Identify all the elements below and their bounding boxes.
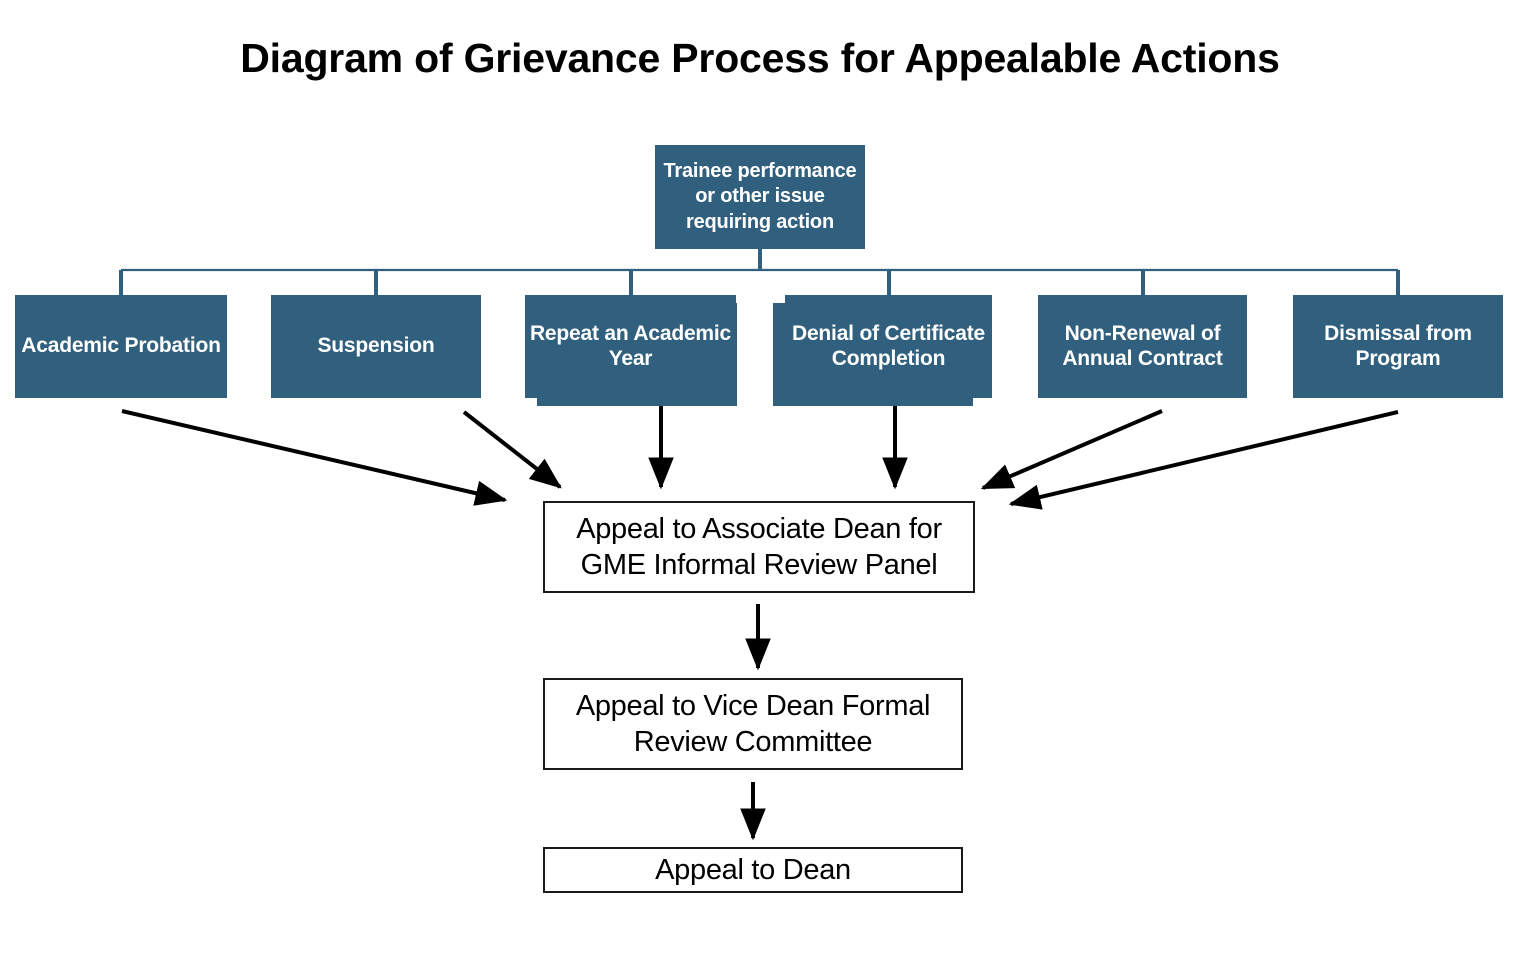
node-non-renewal-annual-contract[interactable]: Non-Renewal of Annual Contract: [1038, 295, 1247, 398]
node-trainee-performance[interactable]: Trainee performance or other issue requi…: [655, 145, 865, 249]
node-academic-probation-label: Academic Probation: [21, 334, 221, 358]
node-suspension[interactable]: Suspension: [271, 295, 481, 398]
node-appeal-vice-dean-label: Appeal to Vice Dean Formal Review Commit…: [575, 689, 931, 758]
node-appeal-associate-dean-label: Appeal to Associate Dean for GME Informa…: [576, 512, 942, 581]
node-denial-of-certificate-completion[interactable]: Denial of Certificate Completion: [785, 295, 992, 398]
edge-a5-to-p0: [1008, 410, 1399, 510]
node-trainee-performance-label: Trainee performance or other issue requi…: [663, 159, 857, 233]
node-appeal-vice-dean[interactable]: Appeal to Vice Dean Formal Review Commit…: [543, 678, 963, 770]
node-repeat-academic-year-label: Repeat an Academic Year: [529, 321, 732, 370]
node-academic-probation[interactable]: Academic Probation: [15, 295, 227, 398]
edge-a4-to-p0: [980, 409, 1163, 490]
page-title: Diagram of Grievance Process for Appeala…: [240, 35, 1280, 81]
node-dismissal-from-program-label: Dismissal from Program: [1324, 321, 1472, 370]
node-repeat-academic-year[interactable]: Repeat an Academic Year: [525, 295, 736, 398]
node-denial-of-certificate-completion-label: Denial of Certificate Completion: [791, 321, 985, 370]
edge-a0-to-p0: [121, 409, 508, 506]
node-appeal-dean-label: Appeal to Dean: [655, 853, 851, 886]
node-appeal-associate-dean[interactable]: Appeal to Associate Dean for GME Informa…: [543, 501, 975, 593]
node-dismissal-from-program[interactable]: Dismissal from Program: [1293, 295, 1503, 398]
edge-a1-to-p0: [462, 410, 562, 489]
node-appeal-dean[interactable]: Appeal to Dean: [543, 847, 963, 893]
node-suspension-label: Suspension: [317, 334, 435, 358]
node-non-renewal-annual-contract-label: Non-Renewal of Annual Contract: [1062, 321, 1223, 370]
